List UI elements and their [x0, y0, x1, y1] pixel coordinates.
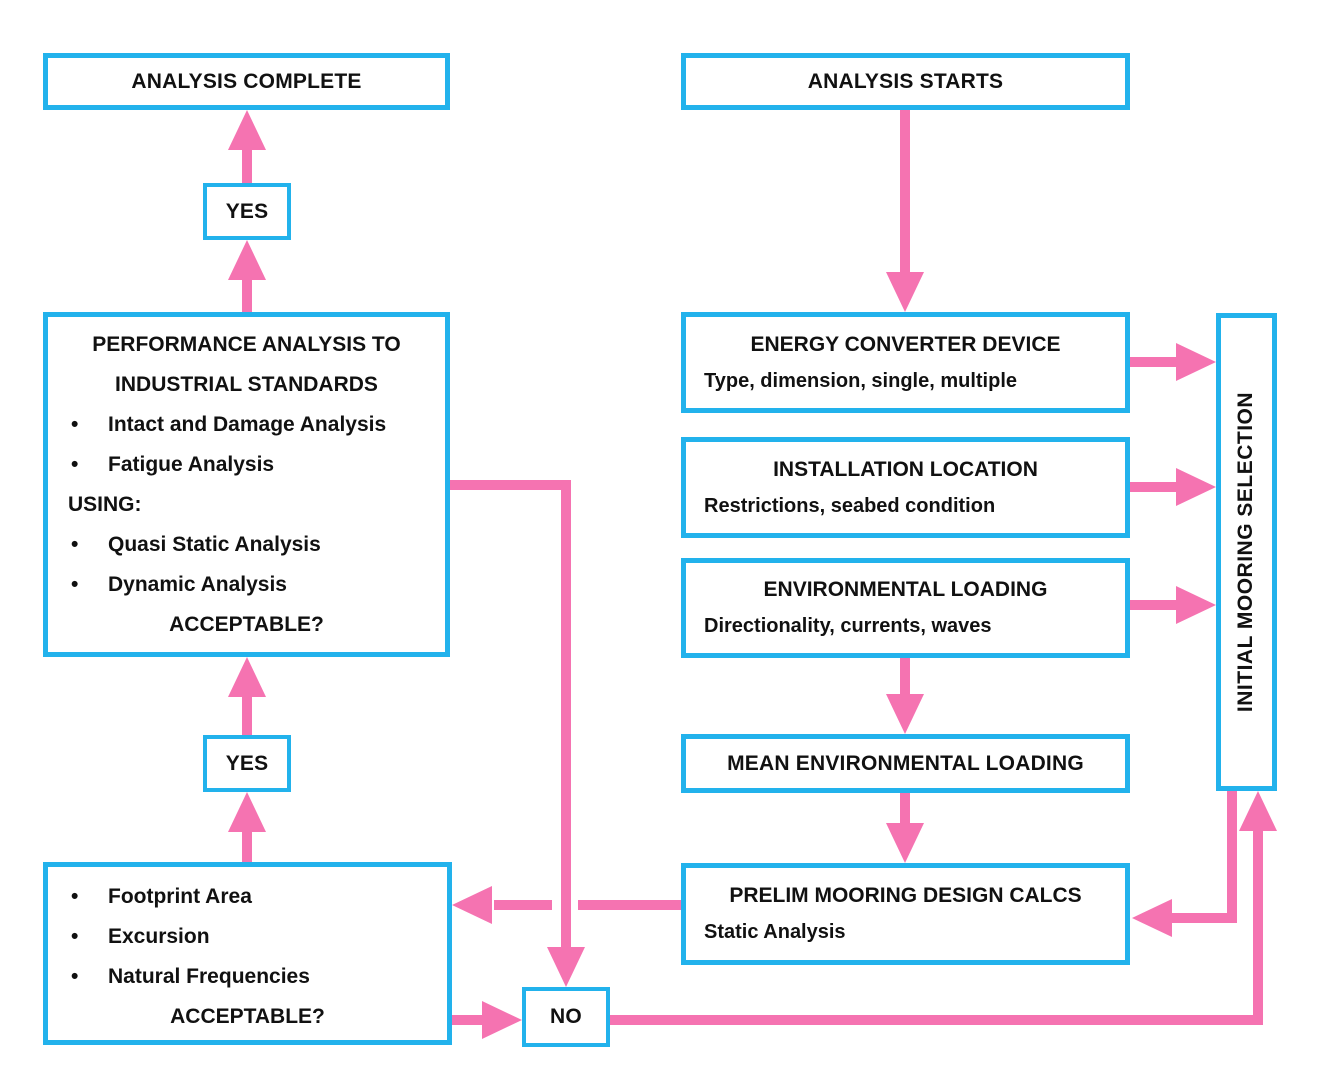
mean-environmental-loading-label: MEAN ENVIRONMENTAL LOADING	[727, 751, 1084, 775]
performance-bullet-label: Dynamic Analysis	[108, 573, 287, 596]
bullet-marker: •	[71, 533, 79, 556]
arrow-criteria-to-yes-mid	[228, 792, 266, 862]
bullet-marker: •	[71, 573, 79, 596]
energy-converter-title: ENERGY CONVERTER DEVICE	[750, 332, 1061, 356]
arrow-environmental-to-mean	[886, 658, 924, 734]
node-analysis-starts: ANALYSIS STARTS	[681, 53, 1130, 110]
performance-bullet-label: Intact and Damage Analysis	[108, 413, 387, 436]
arrow-yes-mid-to-performance	[228, 657, 266, 735]
prelim-mooring-subtitle: Static Analysis	[704, 921, 846, 943]
analysis-complete-label: ANALYSIS COMPLETE	[131, 69, 362, 93]
performance-bullet-label: Quasi Static Analysis	[108, 533, 321, 556]
arrow-mean-to-prelim	[886, 793, 924, 863]
installation-location-title: INSTALLATION LOCATION	[773, 457, 1038, 481]
arrow-prelim-to-criteria	[452, 886, 681, 924]
performance-bullet-item: • Dynamic Analysis	[48, 565, 445, 605]
bullet-marker: •	[71, 885, 79, 908]
criteria-question: ACCEPTABLE?	[170, 1005, 325, 1028]
yes-mid-label: YES	[225, 751, 269, 775]
analysis-starts-label: ANALYSIS STARTS	[807, 69, 1004, 93]
node-performance-analysis: PERFORMANCE ANALYSIS TO INDUSTRIAL STAND…	[43, 312, 450, 657]
arrow-installation-to-initial-mooring	[1130, 468, 1216, 506]
performance-title-line1: PERFORMANCE ANALYSIS TO	[92, 333, 401, 356]
node-mean-environmental-loading: MEAN ENVIRONMENTAL LOADING	[681, 734, 1130, 793]
bullet-marker: •	[71, 965, 79, 988]
arrow-initial-mooring-to-prelim	[1132, 791, 1237, 937]
prelim-mooring-title: PRELIM MOORING DESIGN CALCS	[729, 884, 1082, 907]
arrow-criteria-to-no	[452, 1001, 522, 1039]
performance-bullet-item: • Intact and Damage Analysis	[48, 405, 445, 445]
bullet-marker: •	[71, 413, 79, 436]
arrow-starts-to-energy-converter	[886, 110, 924, 312]
criteria-bullet-label: Excursion	[108, 925, 210, 948]
node-analysis-complete: ANALYSIS COMPLETE	[43, 53, 450, 110]
arrow-performance-to-yes-top	[228, 240, 266, 312]
node-environmental-loading: ENVIRONMENTAL LOADING Directionality, cu…	[681, 558, 1130, 658]
bullet-marker: •	[71, 453, 79, 476]
installation-location-subtitle: Restrictions, seabed condition	[704, 494, 996, 517]
node-criteria: • Footprint Area • Excursion • Natural F…	[43, 862, 452, 1045]
performance-using-label: USING:	[68, 493, 142, 516]
node-no: NO	[522, 987, 610, 1047]
yes-top-label: YES	[225, 199, 269, 223]
no-label: NO	[550, 1005, 582, 1028]
performance-bullet-item: • Fatigue Analysis	[48, 445, 445, 485]
environmental-loading-title: ENVIRONMENTAL LOADING	[763, 578, 1048, 601]
arrow-environmental-to-initial-mooring	[1130, 586, 1216, 624]
energy-converter-subtitle: Type, dimension, single, multiple	[704, 369, 1018, 392]
node-prelim-mooring: PRELIM MOORING DESIGN CALCS Static Analy…	[681, 863, 1130, 965]
initial-mooring-selection-label: INITIAL MOORING SELECTION	[1234, 391, 1258, 713]
arrow-yes-top-to-analysis-complete	[228, 110, 266, 183]
arrow-performance-to-no	[450, 480, 585, 987]
arrow-energy-to-initial-mooring	[1130, 343, 1216, 381]
criteria-bullet-item: • Natural Frequencies	[48, 957, 447, 997]
node-yes-mid: YES	[203, 735, 291, 792]
arrow-no-to-initial-mooring	[610, 791, 1277, 1025]
criteria-bullet-item: • Footprint Area	[48, 877, 447, 917]
criteria-bullet-label: Footprint Area	[108, 885, 252, 908]
node-initial-mooring-selection: INITIAL MOORING SELECTION	[1216, 313, 1277, 791]
bullet-marker: •	[71, 925, 79, 948]
node-installation-location: INSTALLATION LOCATION Restrictions, seab…	[681, 437, 1130, 538]
environmental-loading-subtitle: Directionality, currents, waves	[704, 615, 992, 637]
performance-bullet-label: Fatigue Analysis	[108, 453, 275, 476]
node-yes-top: YES	[203, 183, 291, 240]
criteria-bullet-item: • Excursion	[48, 917, 447, 957]
node-energy-converter: ENERGY CONVERTER DEVICE Type, dimension,…	[681, 312, 1130, 413]
performance-bullet-item: • Quasi Static Analysis	[48, 525, 445, 565]
criteria-bullet-label: Natural Frequencies	[108, 965, 310, 988]
performance-question: ACCEPTABLE?	[169, 613, 324, 636]
performance-title-line2: INDUSTRIAL STANDARDS	[115, 373, 378, 396]
